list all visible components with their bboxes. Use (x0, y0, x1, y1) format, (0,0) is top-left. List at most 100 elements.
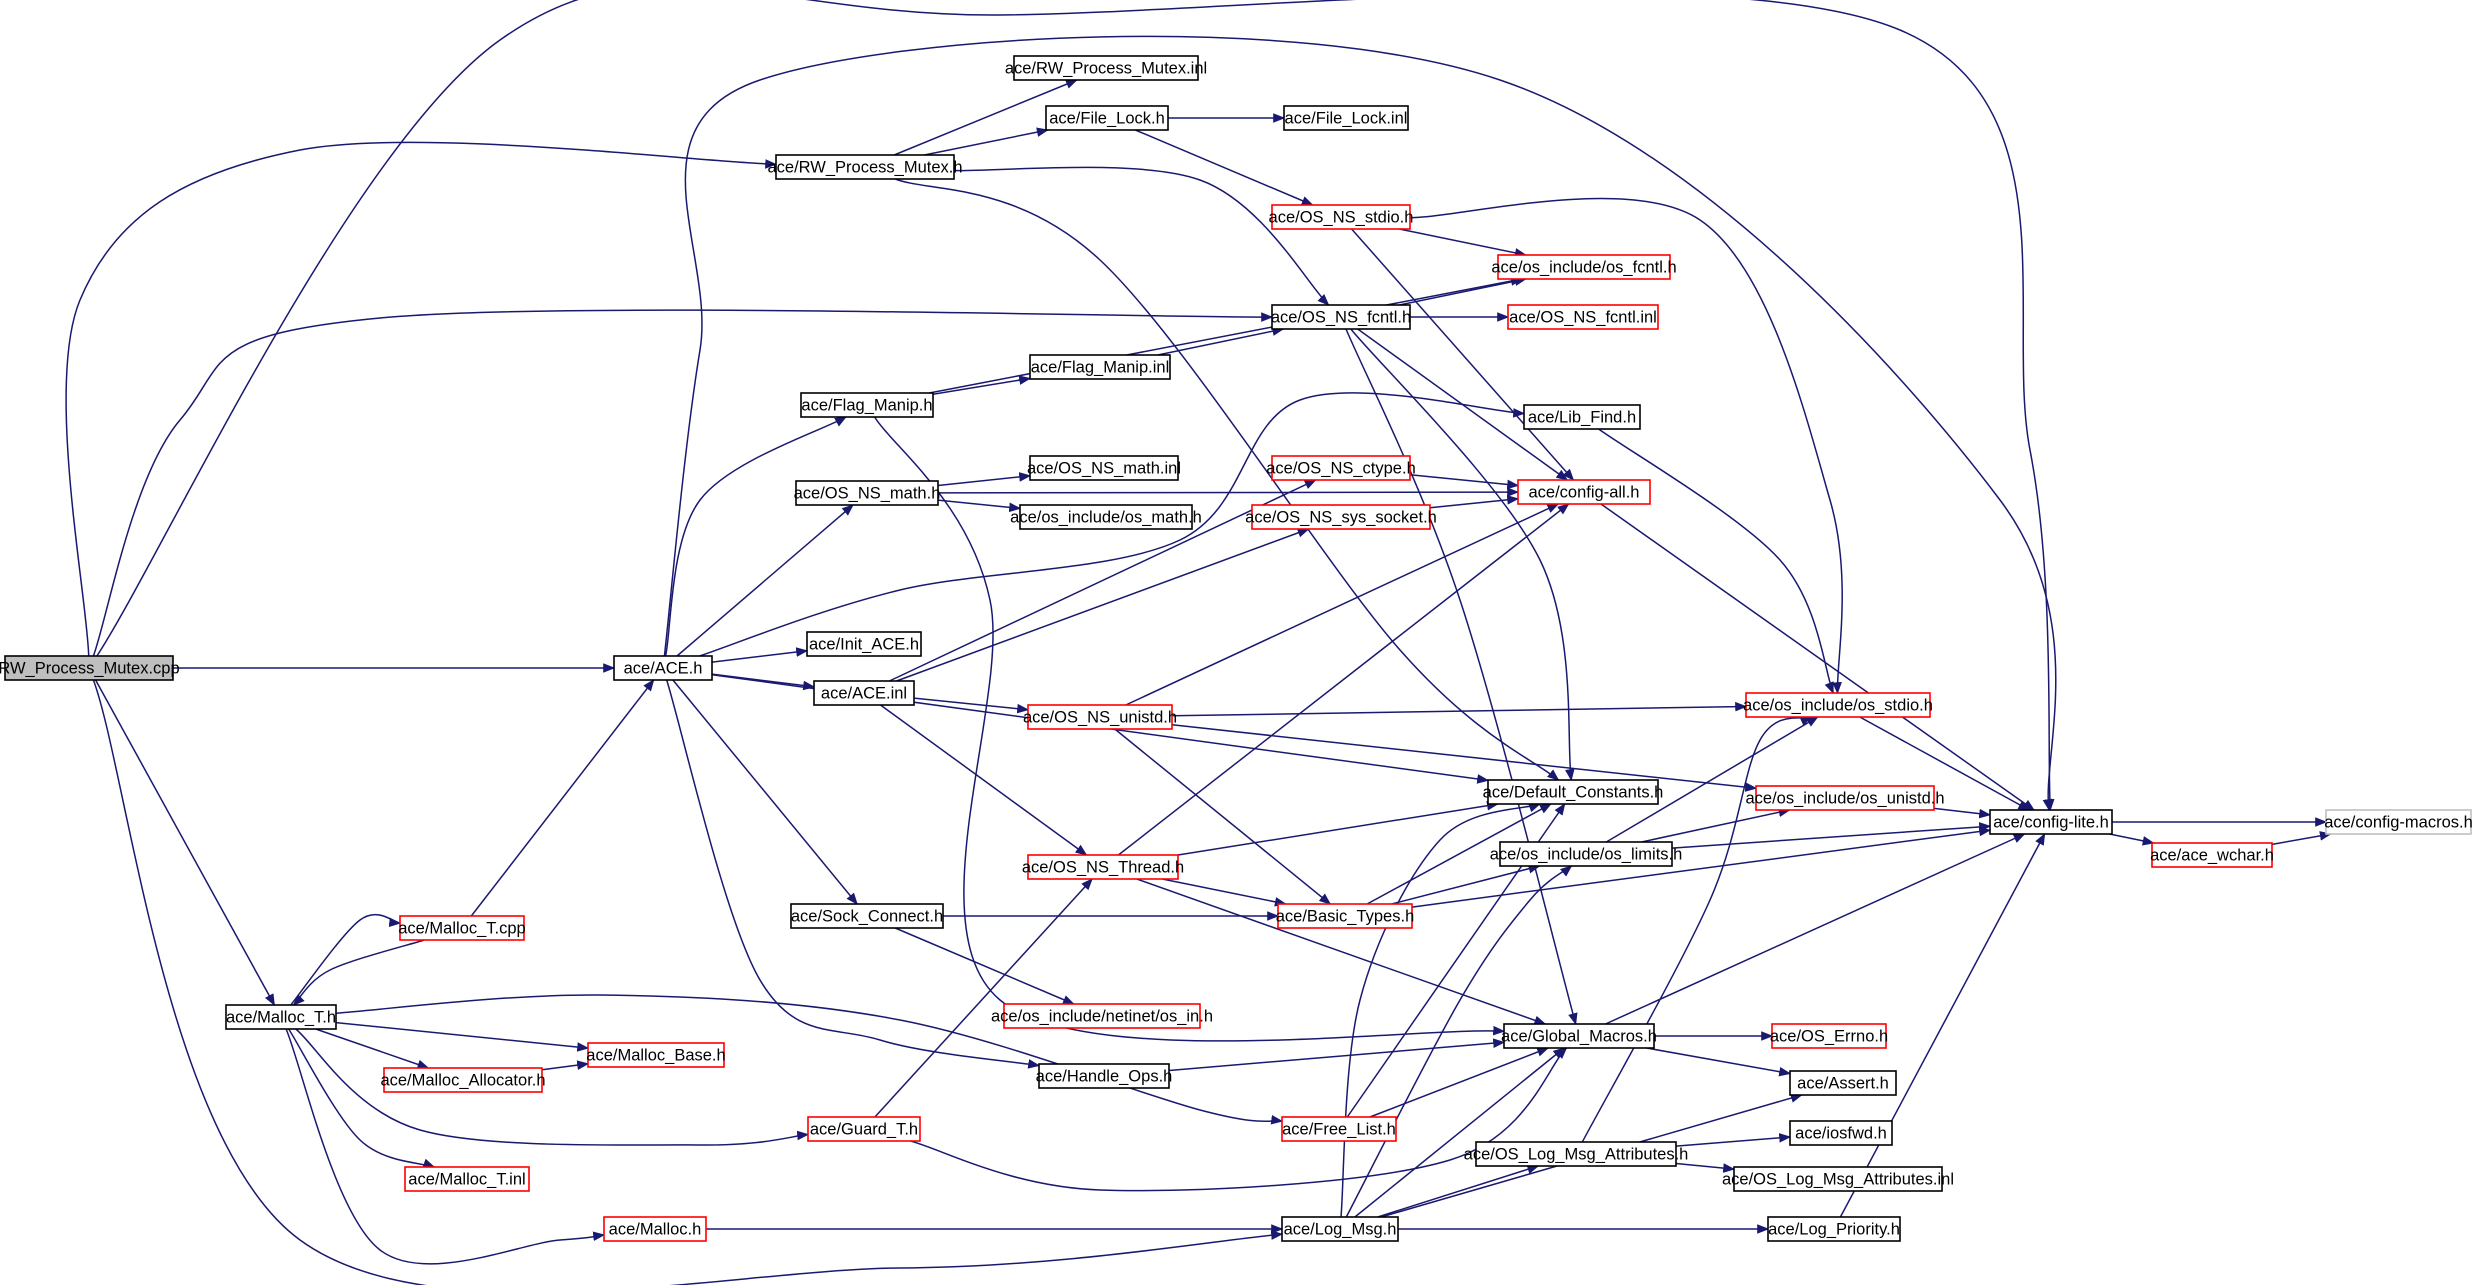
node-box[interactable] (4, 655, 174, 681)
node-box[interactable] (1027, 704, 1173, 730)
node-box[interactable] (1038, 1063, 1170, 1089)
node-box[interactable] (383, 1067, 543, 1093)
node-configlite-h[interactable]: ace/config-lite.h (1989, 809, 2113, 835)
node-box[interactable] (1475, 1141, 1677, 1167)
node-configmacros-h[interactable]: ace/config-macros.h (2324, 809, 2473, 835)
node-basictypes-h[interactable]: ace/Basic_Types.h (1276, 903, 1415, 929)
node-box[interactable] (1045, 105, 1169, 131)
node-handleops-h[interactable]: ace/Handle_Ops.h (1036, 1063, 1173, 1089)
node-ns-fcntl-inl[interactable]: ace/OS_NS_fcntl.inl (1507, 304, 1659, 330)
node-ns-math-h[interactable]: ace/OS_NS_math.h (794, 480, 941, 506)
node-box[interactable] (2151, 842, 2273, 868)
node-box[interactable] (1771, 1023, 1887, 1049)
node-ns-fcntl-h[interactable]: ace/OS_NS_fcntl.h (1271, 304, 1411, 330)
node-box[interactable] (1029, 455, 1179, 481)
node-box[interactable] (1499, 841, 1673, 867)
node-rwpm-inl[interactable]: ace/RW_Process_Mutex.inl (1005, 55, 1207, 81)
node-root[interactable]: RW_Process_Mutex.cpp (0, 655, 180, 681)
node-ace-h[interactable]: ace/ACE.h (613, 655, 713, 681)
node-assert-h[interactable]: ace/Assert.h (1789, 1070, 1897, 1096)
node-mallocbase-h[interactable]: ace/Malloc_Base.h (586, 1042, 726, 1068)
node-box[interactable] (1029, 354, 1171, 380)
node-mallocalloc-h[interactable]: ace/Malloc_Allocator.h (380, 1067, 546, 1093)
node-box[interactable] (1271, 455, 1411, 481)
node-box[interactable] (790, 903, 944, 929)
node-box[interactable] (1281, 1216, 1399, 1242)
node-box[interactable] (399, 915, 525, 941)
node-acewchar-h[interactable]: ace/ace_wchar.h (2150, 842, 2274, 868)
node-box[interactable] (1271, 304, 1411, 330)
node-inc-unistd-h[interactable]: ace/os_include/os_unistd.h (1745, 785, 1945, 811)
node-malloct-inl[interactable]: ace/Malloc_T.inl (404, 1166, 530, 1192)
node-box[interactable] (1013, 55, 1199, 81)
node-box[interactable] (1989, 809, 2113, 835)
node-filelock-inl[interactable]: ace/File_Lock.inl (1283, 105, 1409, 131)
node-freelist-h[interactable]: ace/Free_List.h (1281, 1116, 1397, 1142)
node-flagmanip-h[interactable]: ace/Flag_Manip.h (800, 392, 934, 418)
node-inc-stdio-h[interactable]: ace/os_include/os_stdio.h (1743, 692, 1933, 718)
node-ns-math-inl[interactable]: ace/OS_NS_math.inl (1027, 455, 1181, 481)
node-box[interactable] (1523, 404, 1641, 430)
node-box[interactable] (775, 154, 955, 180)
node-box[interactable] (404, 1166, 530, 1192)
node-box[interactable] (1745, 692, 1931, 718)
node-box[interactable] (1503, 1023, 1655, 1049)
node-box[interactable] (1251, 504, 1431, 530)
node-oserrno-h[interactable]: ace/OS_Errno.h (1770, 1023, 1888, 1049)
node-box[interactable] (1277, 903, 1413, 929)
node-box[interactable] (1027, 854, 1179, 880)
node-box[interactable] (807, 1116, 921, 1142)
node-inc-math-h[interactable]: ace/os_include/os_math.h (1010, 504, 1202, 530)
node-iosfwd-h[interactable]: ace/iosfwd.h (1789, 1120, 1893, 1146)
node-globalmacros-h[interactable]: ace/Global_Macros.h (1501, 1023, 1657, 1049)
node-box[interactable] (1507, 304, 1659, 330)
node-box[interactable] (800, 392, 934, 418)
node-box[interactable] (613, 655, 713, 681)
node-box[interactable] (1271, 204, 1411, 230)
node-defconst-h[interactable]: ace/Default_Constants.h (1483, 779, 1664, 805)
node-guardt-h[interactable]: ace/Guard_T.h (807, 1116, 921, 1142)
node-box[interactable] (813, 680, 915, 706)
node-box[interactable] (1733, 1166, 1943, 1192)
node-inc-fcntl-h[interactable]: ace/os_include/os_fcntl.h (1491, 254, 1677, 280)
node-box[interactable] (1789, 1120, 1893, 1146)
node-logmsgattr-h[interactable]: ace/OS_Log_Msg_Attributes.h (1464, 1141, 1689, 1167)
node-ns-unistd-h[interactable]: ace/OS_NS_unistd.h (1023, 704, 1177, 730)
node-box[interactable] (587, 1042, 725, 1068)
node-box[interactable] (1019, 504, 1193, 530)
node-configall-h[interactable]: ace/config-all.h (1517, 479, 1651, 505)
node-box[interactable] (1789, 1070, 1897, 1096)
node-box[interactable] (1487, 779, 1659, 805)
node-box[interactable] (1281, 1116, 1397, 1142)
node-logmsg-h[interactable]: ace/Log_Msg.h (1281, 1216, 1399, 1242)
node-ns-syssocket-h[interactable]: ace/OS_NS_sys_socket.h (1245, 504, 1437, 530)
node-malloct-h[interactable]: ace/Malloc_T.h (225, 1004, 337, 1030)
node-ns-stdio-h[interactable]: ace/OS_NS_stdio.h (1269, 204, 1414, 230)
node-box[interactable] (1755, 785, 1935, 811)
node-box[interactable] (1517, 479, 1651, 505)
node-box[interactable] (1497, 254, 1671, 280)
node-rwpm-h[interactable]: ace/RW_Process_Mutex.h (767, 154, 963, 180)
node-filelock-h[interactable]: ace/File_Lock.h (1045, 105, 1169, 131)
node-ns-ctype-h[interactable]: ace/OS_NS_ctype.h (1266, 455, 1416, 481)
node-ace-inl[interactable]: ace/ACE.inl (813, 680, 915, 706)
node-box[interactable] (225, 1004, 337, 1030)
node-box[interactable] (1767, 1216, 1901, 1242)
node-logpriority-h[interactable]: ace/Log_Priority.h (1767, 1216, 1901, 1242)
node-malloct-cpp[interactable]: ace/Malloc_T.cpp (398, 915, 526, 941)
node-ns-thread-h[interactable]: ace/OS_NS_Thread.h (1022, 854, 1184, 880)
node-logmsgattr-inl[interactable]: ace/OS_Log_Msg_Attributes.inl (1722, 1166, 1954, 1192)
node-malloc-h[interactable]: ace/Malloc.h (603, 1216, 707, 1242)
node-flagmanip-inl[interactable]: ace/Flag_Manip.inl (1029, 354, 1171, 380)
node-box[interactable] (1283, 105, 1409, 131)
node-box[interactable] (795, 480, 939, 506)
node-box[interactable] (1003, 1003, 1201, 1029)
node-inc-netinet-h[interactable]: ace/os_include/netinet/os_in.h (991, 1003, 1213, 1029)
node-box[interactable] (603, 1216, 707, 1242)
node-box[interactable] (2325, 809, 2472, 835)
node-box[interactable] (806, 631, 922, 657)
node-libfind-h[interactable]: ace/Lib_Find.h (1523, 404, 1641, 430)
node-initace-h[interactable]: ace/Init_ACE.h (806, 631, 922, 657)
node-inc-limits-h[interactable]: ace/os_include/os_limits.h (1490, 841, 1683, 867)
node-sockconnect-h[interactable]: ace/Sock_Connect.h (790, 903, 944, 929)
